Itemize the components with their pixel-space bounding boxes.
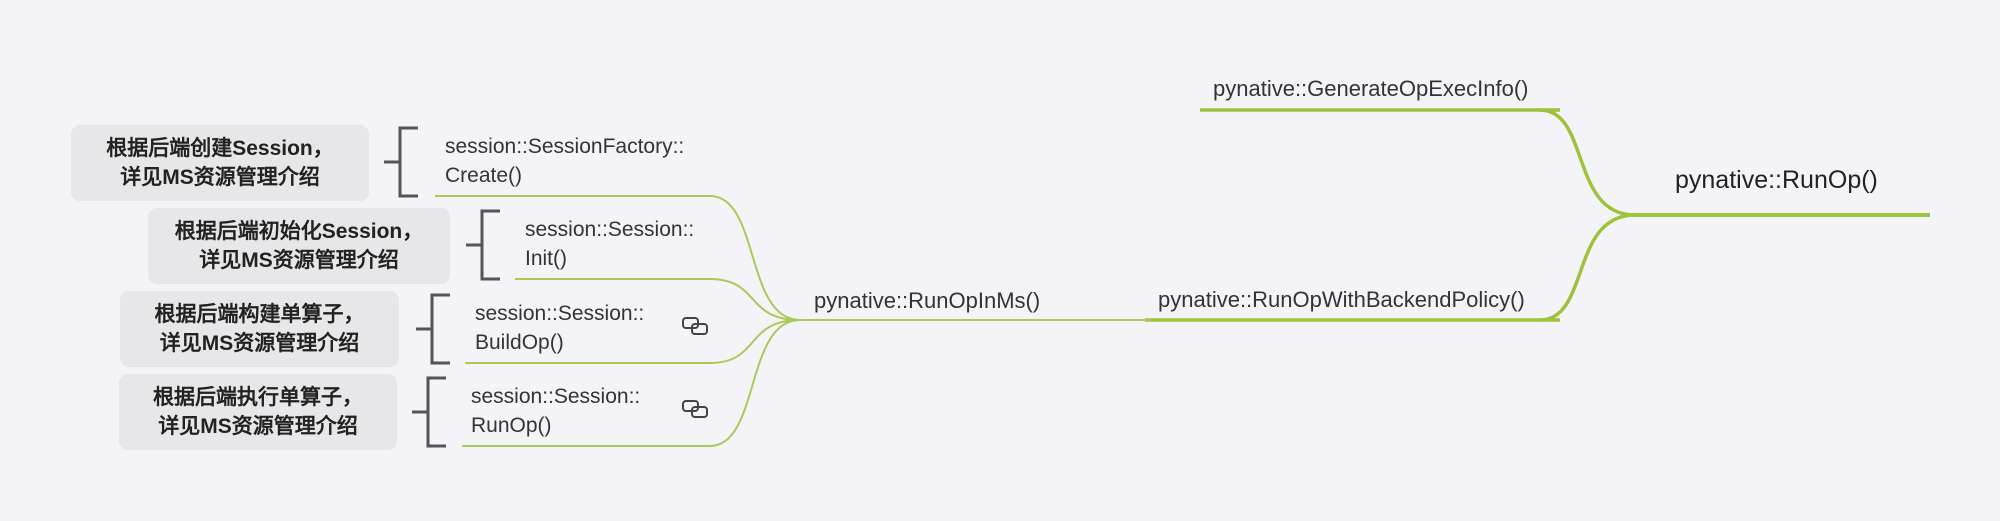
link-icon[interactable] [681, 315, 709, 337]
note-build-op: 根据后端构建单算子， 详见MS资源管理介绍 [120, 291, 399, 367]
bracket-2 [466, 209, 500, 281]
bracket-4 [412, 376, 446, 448]
branch-generate-op-exec-info[interactable]: pynative::GenerateOpExecInfo() [1213, 76, 1529, 101]
connector-leaf-2 [515, 278, 801, 321]
connector-leaf-3 [465, 319, 801, 364]
node-run-op-in-ms[interactable]: pynative::RunOpInMs() [814, 288, 1041, 313]
note-init-session: 根据后端初始化Session， 详见MS资源管理介绍 [148, 208, 450, 284]
note-run-op: 根据后端执行单算子， 详见MS资源管理介绍 [119, 374, 397, 450]
leaf-session-factory-create[interactable]: session::SessionFactory:: Create() [445, 135, 685, 187]
branch-run-op-with-backend-policy[interactable]: pynative::RunOpWithBackendPolicy() [1158, 287, 1525, 312]
root-node[interactable]: pynative::RunOp() [1675, 166, 1878, 194]
connector-leaf-1 [435, 195, 801, 321]
leaf-session-init[interactable]: session::Session:: Init() [525, 218, 695, 270]
bracket-3 [416, 293, 450, 365]
bracket-1 [384, 126, 418, 198]
note-create-session: 根据后端创建Session， 详见MS资源管理介绍 [71, 125, 369, 201]
connector-leaf-4 [462, 319, 801, 447]
leaf-session-build-op[interactable]: session::Session:: BuildOp() [475, 302, 645, 354]
leaf-session-run-op[interactable]: session::Session:: RunOp() [471, 385, 641, 437]
connector-root-bottom [1539, 213, 1636, 322]
connector-root-top [1539, 108, 1636, 217]
link-icon[interactable] [681, 398, 709, 420]
